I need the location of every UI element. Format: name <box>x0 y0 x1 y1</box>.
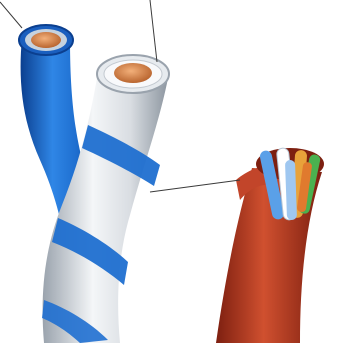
leader-line <box>150 180 240 192</box>
blue-cable-copper-core <box>31 32 61 48</box>
leader-line <box>0 2 22 28</box>
leader-line <box>150 0 157 62</box>
red-cable <box>216 148 324 343</box>
silver-cable-copper-core <box>114 63 152 83</box>
